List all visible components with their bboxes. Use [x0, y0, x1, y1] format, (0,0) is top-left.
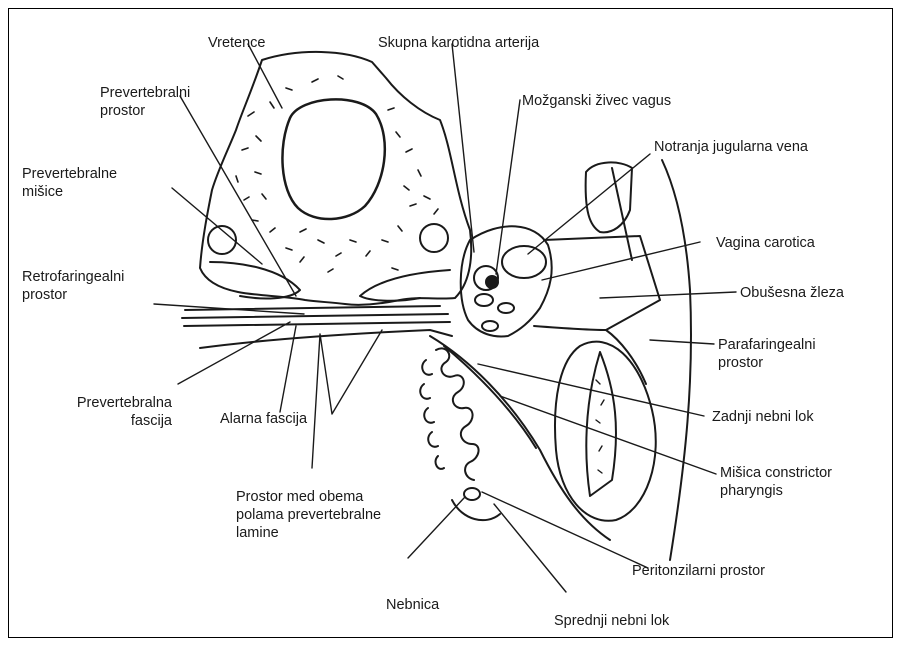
label-misica-constrictor-pharyngis: Mišica constrictor pharyngis: [720, 464, 832, 500]
label-obusesna-zleza: Obušesna žleza: [740, 284, 844, 302]
mandible-ramus: [612, 160, 691, 560]
label-prostor-med-obema-polama: Prostor med obema polama prevertebralne …: [236, 488, 381, 542]
bone-texture: [236, 76, 438, 272]
tonsil-coil-2: [420, 360, 444, 469]
pharynx-wall: [200, 330, 452, 348]
label-prevertebralne-misice: Prevertebralne mišice: [22, 165, 117, 201]
parotid-region: [534, 236, 660, 330]
label-vretence: Vretence: [208, 34, 266, 52]
anterior-pillar: [464, 488, 480, 500]
prevertebral-fascia-mid: [182, 314, 448, 318]
vertebral-canal: [282, 99, 384, 219]
label-prevertebralna-fascija: Prevertebralna fascija: [40, 394, 172, 430]
constrictor-inner: [444, 346, 536, 448]
label-nebnica: Nebnica: [386, 596, 439, 614]
label-alarna-fascija: Alarna fascija: [220, 410, 307, 428]
right-prevertebral-muscle: [360, 270, 450, 301]
vagus-nerve: [486, 276, 498, 288]
right-foramen: [420, 224, 448, 252]
label-peritonzilarni-prostor: Peritonzilarni prostor: [632, 562, 765, 580]
label-sprednji-nebni-lok: Sprednji nebni lok: [554, 612, 669, 630]
label-zadnji-nebni-lok: Zadnji nebni lok: [712, 408, 814, 426]
label-vagina-carotica: Vagina carotica: [716, 234, 815, 252]
vertebra-outline: [200, 52, 471, 305]
label-mozganski-zivec-vagus: Možganski živec vagus: [522, 92, 671, 110]
small-vessel-2: [498, 303, 514, 313]
small-vessel-3: [482, 321, 498, 331]
label-retrofaringealni-prostor: Retrofaringealni prostor: [22, 268, 124, 304]
label-parafaringealni-prostor: Parafaringealni prostor: [718, 336, 816, 372]
jugular-vein: [502, 246, 546, 278]
alar-fascia: [184, 322, 450, 326]
styloid-process: [586, 162, 632, 232]
label-notranja-jugularna-vena: Notranja jugularna vena: [654, 138, 808, 156]
pterygoid-inner: [586, 352, 616, 496]
label-skupna-karotidna-arterija: Skupna karotidna arterija: [378, 34, 539, 52]
small-vessel-1: [475, 294, 493, 306]
muscle-texture: [596, 380, 604, 473]
label-prevertebralni-prostor: Prevertebralni prostor: [100, 84, 190, 120]
